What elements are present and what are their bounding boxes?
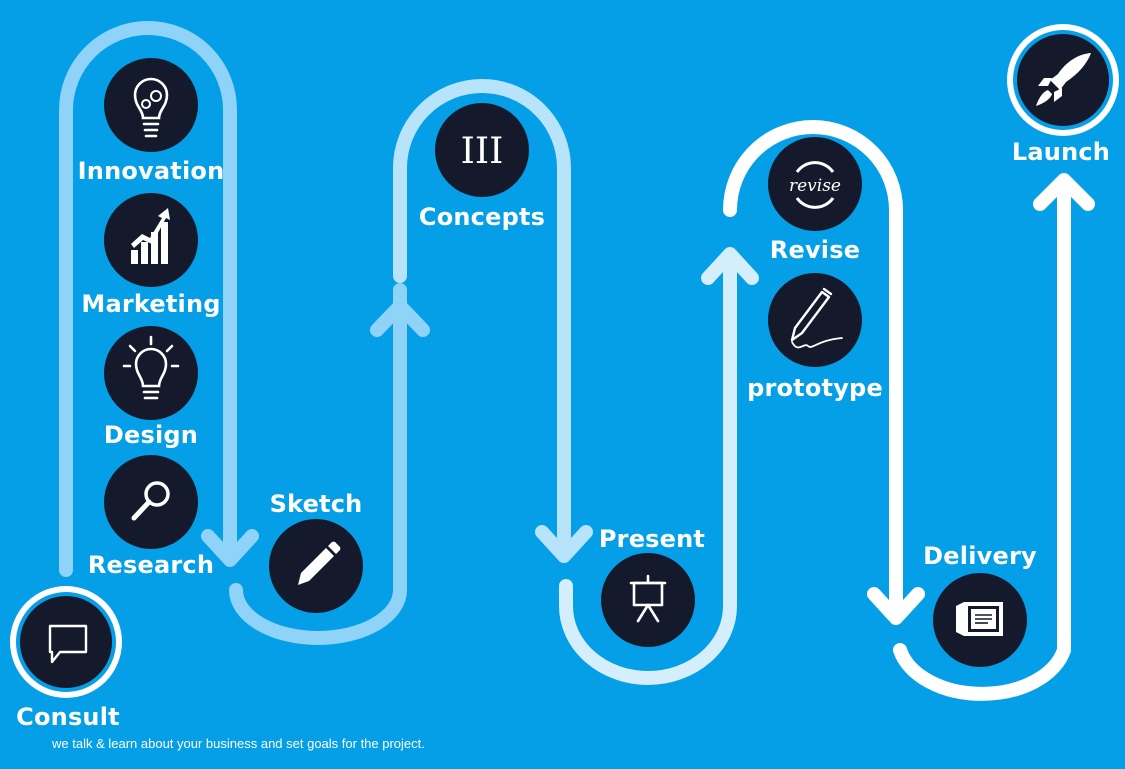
box-icon bbox=[956, 602, 1003, 636]
sketch-label: Sketch bbox=[269, 490, 363, 518]
concepts-node: III bbox=[435, 103, 529, 197]
innovation-node bbox=[104, 58, 198, 152]
marketing-label: Marketing bbox=[81, 290, 221, 318]
bar-growth-icon bbox=[131, 208, 170, 264]
path-segment-revise bbox=[723, 120, 903, 619]
pen-signature-icon bbox=[790, 287, 843, 349]
path-segment-delivery bbox=[893, 189, 1071, 701]
arrow-head-down-1 bbox=[201, 529, 259, 567]
marketing-node bbox=[104, 193, 198, 287]
delivery-label: Delivery bbox=[923, 542, 1037, 570]
revise-label: Revise bbox=[769, 236, 861, 264]
revise-logo-text: revise bbox=[789, 176, 841, 196]
research-node bbox=[104, 455, 198, 549]
arrow-head-up-1 bbox=[370, 299, 430, 337]
revise-logo-icon: revise bbox=[789, 161, 841, 209]
roman-three-icon: III bbox=[461, 131, 504, 172]
revise-node: revise bbox=[768, 137, 862, 231]
lightbulb-icon bbox=[122, 335, 180, 400]
rocket-icon bbox=[1036, 53, 1091, 106]
design-node bbox=[104, 326, 198, 420]
present-label: Present bbox=[598, 525, 706, 553]
magnifier-icon bbox=[131, 481, 170, 521]
launch-node bbox=[1007, 24, 1119, 136]
arrow-head-up-3 bbox=[1033, 173, 1095, 211]
pencil-icon bbox=[298, 541, 341, 585]
lightbulb-gear-icon bbox=[133, 77, 169, 138]
design-label: Design bbox=[103, 421, 199, 449]
prototype-label: prototype bbox=[747, 374, 883, 402]
path-segment-sketch bbox=[229, 283, 407, 645]
sketch-node bbox=[269, 519, 363, 613]
consult-node bbox=[10, 586, 122, 698]
delivery-node bbox=[933, 573, 1027, 667]
prototype-node bbox=[768, 273, 862, 367]
path-segment-present bbox=[559, 251, 737, 685]
launch-label: Launch bbox=[1011, 138, 1111, 166]
arrow-head-down-3 bbox=[867, 587, 925, 625]
research-label: Research bbox=[87, 551, 215, 579]
arrow-head-up-2 bbox=[701, 247, 759, 285]
arrow-head-down-2 bbox=[535, 525, 593, 563]
consult-label: Consult bbox=[16, 703, 120, 731]
path-segment-consult-to-research bbox=[59, 21, 237, 577]
speech-bubble-icon bbox=[48, 624, 88, 664]
concepts-label: Concepts bbox=[418, 203, 546, 231]
innovation-label: Innovation bbox=[77, 157, 225, 185]
path-segment-concepts bbox=[393, 79, 571, 563]
present-node bbox=[601, 553, 695, 647]
consult-description: we talk & learn about your business and … bbox=[52, 736, 425, 751]
presentation-board-icon bbox=[629, 574, 667, 623]
